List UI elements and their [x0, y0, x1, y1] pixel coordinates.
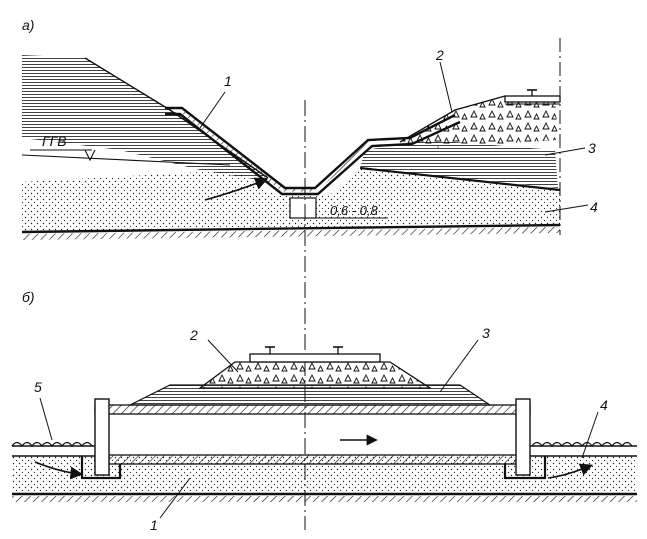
- panel-a: а) ГГВ: [21, 17, 598, 240]
- callout-a-2: 2: [435, 47, 444, 63]
- flow-arrow-right: [547, 463, 593, 479]
- drain-box-a: [289, 197, 317, 219]
- panel-b-label: б): [22, 289, 35, 305]
- callout-a-3: 3: [588, 140, 596, 156]
- channel-lining: [165, 106, 461, 196]
- callout-b-4: 4: [600, 397, 608, 413]
- left-slope-hatch: [22, 55, 270, 182]
- callouts-a: 1 2 3 4: [199, 47, 598, 215]
- panel-a-label: а): [22, 17, 34, 33]
- culvert-pipe: [94, 398, 531, 476]
- trench-right: [503, 456, 547, 480]
- callouts-b: 2 3 5 4 1: [34, 325, 608, 533]
- ballast-prism-b: [198, 361, 433, 389]
- water-level-label: ГГВ: [42, 133, 67, 149]
- callout-a-1: 1: [224, 73, 232, 89]
- callout-b-3: 3: [482, 325, 490, 341]
- rail-b: [249, 346, 381, 363]
- callout-b-1: 1: [150, 517, 158, 533]
- ballast-prism-a: [400, 96, 558, 148]
- callout-b-5: 5: [34, 379, 42, 395]
- callout-b-2: 2: [189, 327, 198, 343]
- right-strata-hatch: [360, 140, 558, 188]
- stone-pavement-left: [11, 441, 93, 448]
- flow-arrow-left: [34, 461, 84, 480]
- rail-a: [504, 89, 561, 105]
- panel-b: б): [11, 289, 637, 533]
- stone-pavement-right: [531, 441, 633, 448]
- flow-arrow-a: [204, 177, 268, 201]
- callout-a-4: 4: [590, 199, 598, 215]
- bedrock-a: [21, 223, 561, 234]
- water-level-marker: ГГВ: [21, 133, 231, 166]
- dimension-label: 0,6 - 0,8: [330, 203, 378, 218]
